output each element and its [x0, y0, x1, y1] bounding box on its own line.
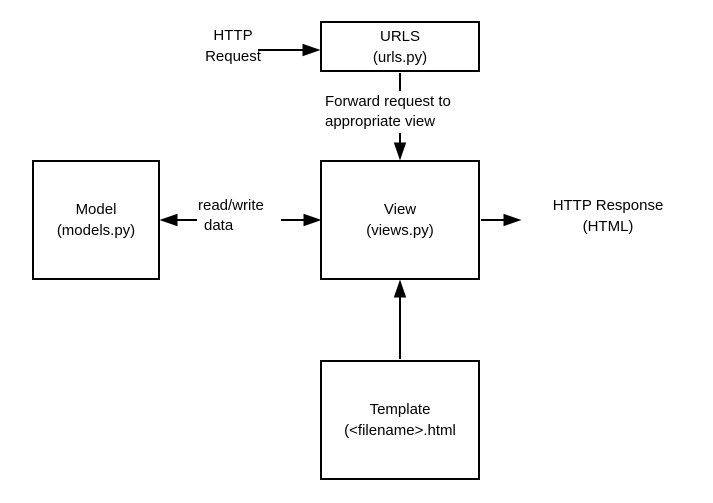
node-model-title: Model	[75, 201, 117, 218]
arrowhead-right	[503, 213, 522, 227]
arrow-view-to-http-response	[481, 213, 522, 227]
arrowhead-right	[302, 43, 321, 57]
forward-request-label: Forward request to appropriate view	[325, 92, 451, 132]
node-urls-subtitle: (urls.py)	[372, 48, 428, 66]
arrow-template-to-view	[393, 279, 407, 359]
arrowhead-down	[393, 142, 407, 161]
http-request-label: HTTP Request	[173, 25, 293, 67]
http-response-line1: HTTP Response	[552, 197, 664, 214]
node-view: View (views.py)	[320, 160, 480, 280]
http-response-label: HTTP Response (HTML)	[530, 195, 686, 237]
forward-request-line1: Forward request to	[325, 93, 451, 110]
node-model-subtitle: (models.py)	[56, 222, 136, 239]
node-template: Template (<filename>.html	[320, 360, 480, 480]
http-request-line1: HTTP	[213, 27, 253, 44]
node-model: Model (models.py)	[32, 160, 160, 280]
read-write-data-label: read/write data	[198, 196, 264, 236]
arrowhead-up	[393, 279, 407, 298]
read-write-line2: data	[204, 217, 234, 234]
arrowhead-right	[303, 213, 322, 227]
http-request-line2: Request	[205, 48, 261, 65]
node-view-title: View	[383, 201, 417, 218]
node-urls: URLS (urls.py)	[320, 21, 480, 72]
read-write-line1: read/write	[198, 197, 264, 214]
node-template-title: Template	[369, 401, 431, 418]
node-view-subtitle: (views.py)	[366, 222, 434, 239]
http-response-line2: (HTML)	[582, 218, 634, 235]
node-urls-title: URLS	[379, 27, 420, 45]
node-template-subtitle: (<filename>.html	[344, 422, 456, 439]
forward-request-line2: appropriate view	[325, 113, 436, 130]
arrowhead-left	[159, 213, 178, 227]
